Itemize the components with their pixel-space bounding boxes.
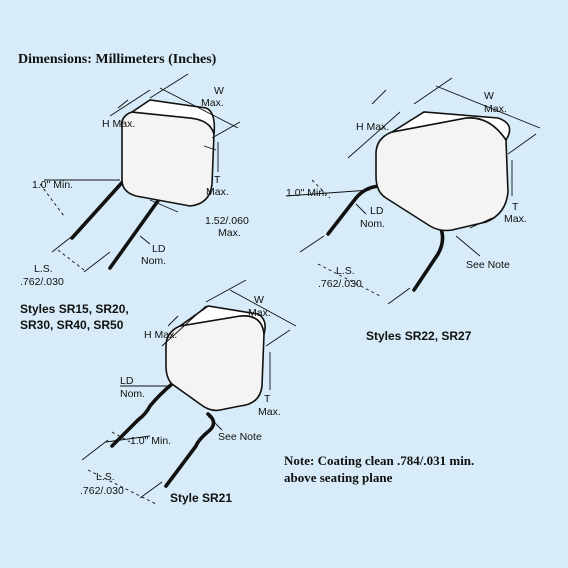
sr15-w-max-label: Max. <box>201 97 224 109</box>
sr21-t-label: T <box>264 393 271 405</box>
sr22-ld-label: LD <box>370 205 384 217</box>
sr21-style-label: Style SR21 <box>170 491 232 505</box>
sr21-ld-label: LD <box>120 375 134 387</box>
sr21-h-max-label: H Max. <box>144 329 177 341</box>
sr22-h-max-label: H Max. <box>356 121 389 133</box>
sr21-ls-label: L.S. <box>96 471 115 483</box>
sr22-t-max-label: Max. <box>504 213 527 225</box>
sr15-ls-label: L.S. <box>34 263 53 275</box>
sr22-w-label: W <box>484 90 494 102</box>
sr21-ld-nom-label: Nom. <box>120 388 145 400</box>
capacitor-body <box>375 117 509 232</box>
sr22-t-label: T <box>512 201 519 213</box>
sr15-ls-value: .762/.030 <box>20 276 64 288</box>
sr22-one-inch-label: 1.0" Min. <box>286 187 327 199</box>
capacitor-body <box>120 111 215 207</box>
sr22-see-note-label: See Note <box>466 259 510 271</box>
sr15-ld-label: LD <box>152 243 166 255</box>
capacitor-body <box>165 315 265 412</box>
sr15-h-max-label: H Max. <box>102 118 135 130</box>
sr15-lead-offset-label: 1.52/.060 <box>205 215 249 227</box>
sr15-style-line-2: SR30, SR40, SR50 <box>20 318 124 332</box>
sr15-w-label: W <box>214 85 224 97</box>
component-sr22 <box>285 77 541 305</box>
sr21-w-max-label: Max. <box>248 307 271 319</box>
sr15-lead-offset-max-label: Max. <box>218 227 241 239</box>
component-sr15 <box>39 73 241 273</box>
diagram-title: Dimensions: Millimeters (Inches) <box>18 52 217 67</box>
sr15-t-max-label: Max. <box>206 186 229 198</box>
sr21-see-note-label: See Note <box>218 431 262 443</box>
note-line-1: Note: Coating clean .784/.031 min. <box>284 453 474 468</box>
sr21-w-label: W <box>254 294 264 306</box>
sr22-style-label: Styles SR22, SR27 <box>366 329 472 343</box>
sr22-ls-label: L.S. <box>336 265 355 277</box>
sr22-ld-nom-label: Nom. <box>360 218 385 230</box>
sr22-ls-value: .762/.030 <box>318 278 362 290</box>
note-line-2: above seating plane <box>284 470 393 485</box>
sr15-one-inch-label: 1.0" Min. <box>32 179 73 191</box>
sr15-ld-nom-label: Nom. <box>141 255 166 267</box>
sr21-ls-value: .762/.030 <box>80 485 124 497</box>
sr15-t-label: T <box>214 174 221 186</box>
sr21-one-inch-label: 1.0" Min. <box>130 435 171 447</box>
sr22-w-max-label: Max. <box>484 103 507 115</box>
sr15-style-line-1: Styles SR15, SR20, <box>20 302 129 316</box>
component-sr21 <box>81 279 297 505</box>
sr21-t-max-label: Max. <box>258 406 281 418</box>
